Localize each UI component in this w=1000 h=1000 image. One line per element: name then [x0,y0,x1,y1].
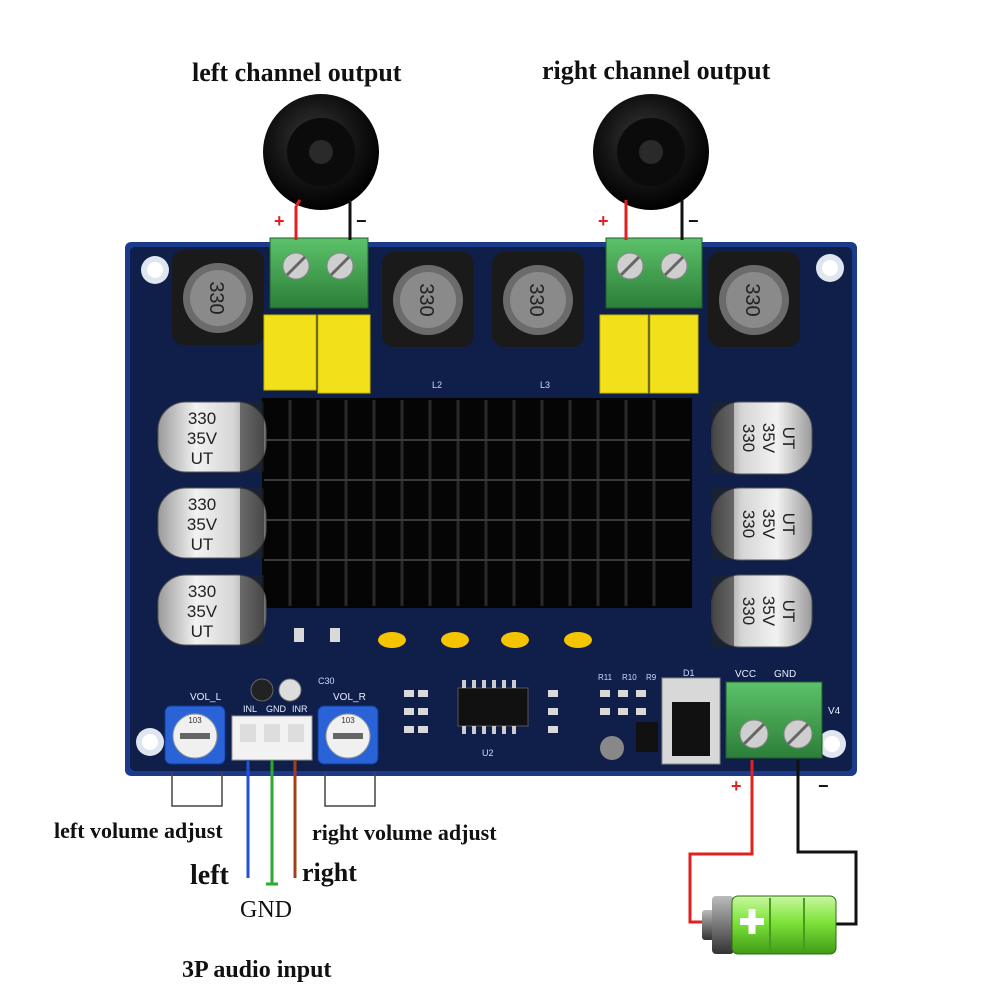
cap-text: 330 [188,409,216,428]
capacitor: 330 35V UT [157,487,267,559]
inductors: 330 330 330 330 L2 L3 [172,250,800,390]
silk-d1: D1 [683,668,695,678]
film-capacitors [263,314,699,394]
cap-text: UT [191,535,214,554]
polarity-marks: + − + − + − [274,211,829,796]
capacitor: UT 35V 330 [711,574,813,648]
power-terminal: VCC GND V4 [725,669,841,759]
cap-text: UT [191,449,214,468]
cap-text: 35V [187,429,218,448]
cap-text: 35V [759,423,778,454]
silk-c30: C30 [318,676,335,686]
gnd-wire-label: GND [240,897,292,923]
cap-text: 330 [739,424,758,452]
silk-inl: INL [243,704,257,714]
capacitor: UT 35V 330 [711,487,813,561]
left-channel-output-label: left channel output [192,58,402,87]
silk-l3: L3 [540,380,550,390]
cap-text: 35V [759,596,778,627]
silk-r10: R10 [622,673,637,682]
right-channel-output-label: right channel output [542,56,771,85]
inductor: 330 [382,252,474,347]
mounting-holes [136,254,846,758]
plus-sign: + [274,211,285,231]
cap-text: UT [191,622,214,641]
pot-code: 103 [341,716,355,725]
silk-vcc: VCC [735,669,756,680]
ceramic-capacitors [378,632,592,648]
cap-text: 330 [739,597,758,625]
battery-wires [688,760,858,926]
silk-r11: R11 [598,673,613,682]
inductor-code: 330 [415,283,437,316]
silk-u2: U2 [482,748,494,758]
inductor-code: 330 [741,283,763,316]
left-electrolytic-capacitors: 330 35V UT 330 35V UT 330 35V UT [157,401,267,646]
right-output-terminal [605,237,703,309]
speaker-icon [263,94,379,210]
silk-r9: R9 [646,673,657,682]
silk-gnd: GND [266,704,287,714]
right-wire-label: right [302,858,357,887]
silk-v4: V4 [828,706,841,717]
speaker-icon [593,94,709,210]
pot-brackets [171,772,376,807]
capacitor: 330 35V UT [157,401,267,473]
minus-sign: − [818,776,829,796]
capacitor: UT 35V 330 [711,401,813,475]
silk-l2: L2 [432,380,442,390]
right-volume-adjust-label: right volume adjust [312,820,497,845]
right-electrolytic-capacitors: UT 35V 330 UT 35V 330 UT 35V 330 [711,401,813,648]
cap-text: 330 [188,582,216,601]
cap-text: 35V [187,602,218,621]
minus-sign: − [356,211,367,231]
silk-gnd-power: GND [774,669,796,680]
cap-text: 35V [759,509,778,540]
left-volume-adjust-label: left volume adjust [54,818,223,843]
cap-text: UT [779,513,798,536]
cap-text: 330 [739,510,758,538]
pot-code: 103 [188,716,202,725]
inductor-code: 330 [205,281,227,314]
cap-text: 35V [187,515,218,534]
left-wire-label: left [190,860,229,891]
inductor: 330 [172,250,264,345]
audio-input-connector: INL GND INR [231,704,313,761]
minus-sign: − [688,211,699,231]
capacitor: 330 35V UT [157,574,267,646]
plus-sign: + [731,776,742,796]
input-capacitors: C30 R11 R10 R9 [250,673,658,760]
right-volume-pot: 103 VOL_R [317,692,379,765]
plus-sign: + [598,211,609,231]
inductor-code: 330 [525,283,547,316]
power-diode: D1 [661,668,721,765]
silk-vol-r: VOL_R [333,692,366,703]
heatsink [262,398,692,608]
battery-icon [702,895,837,955]
smd-components [294,628,646,733]
silk-inr: INR [292,704,308,714]
ic-chip: U2 [457,680,529,758]
cap-text: UT [779,427,798,450]
inductor: 330 [708,252,800,347]
left-output-terminal [269,237,369,309]
cap-text: 330 [188,495,216,514]
audio-input-label: 3P audio input [182,957,332,983]
input-wires [246,760,297,886]
silk-vol-l: VOL_L [190,692,222,703]
inductor: 330 [492,252,584,347]
left-volume-pot: 103 VOL_L [164,692,226,765]
cap-text: UT [779,600,798,623]
speaker-wires [294,199,684,240]
